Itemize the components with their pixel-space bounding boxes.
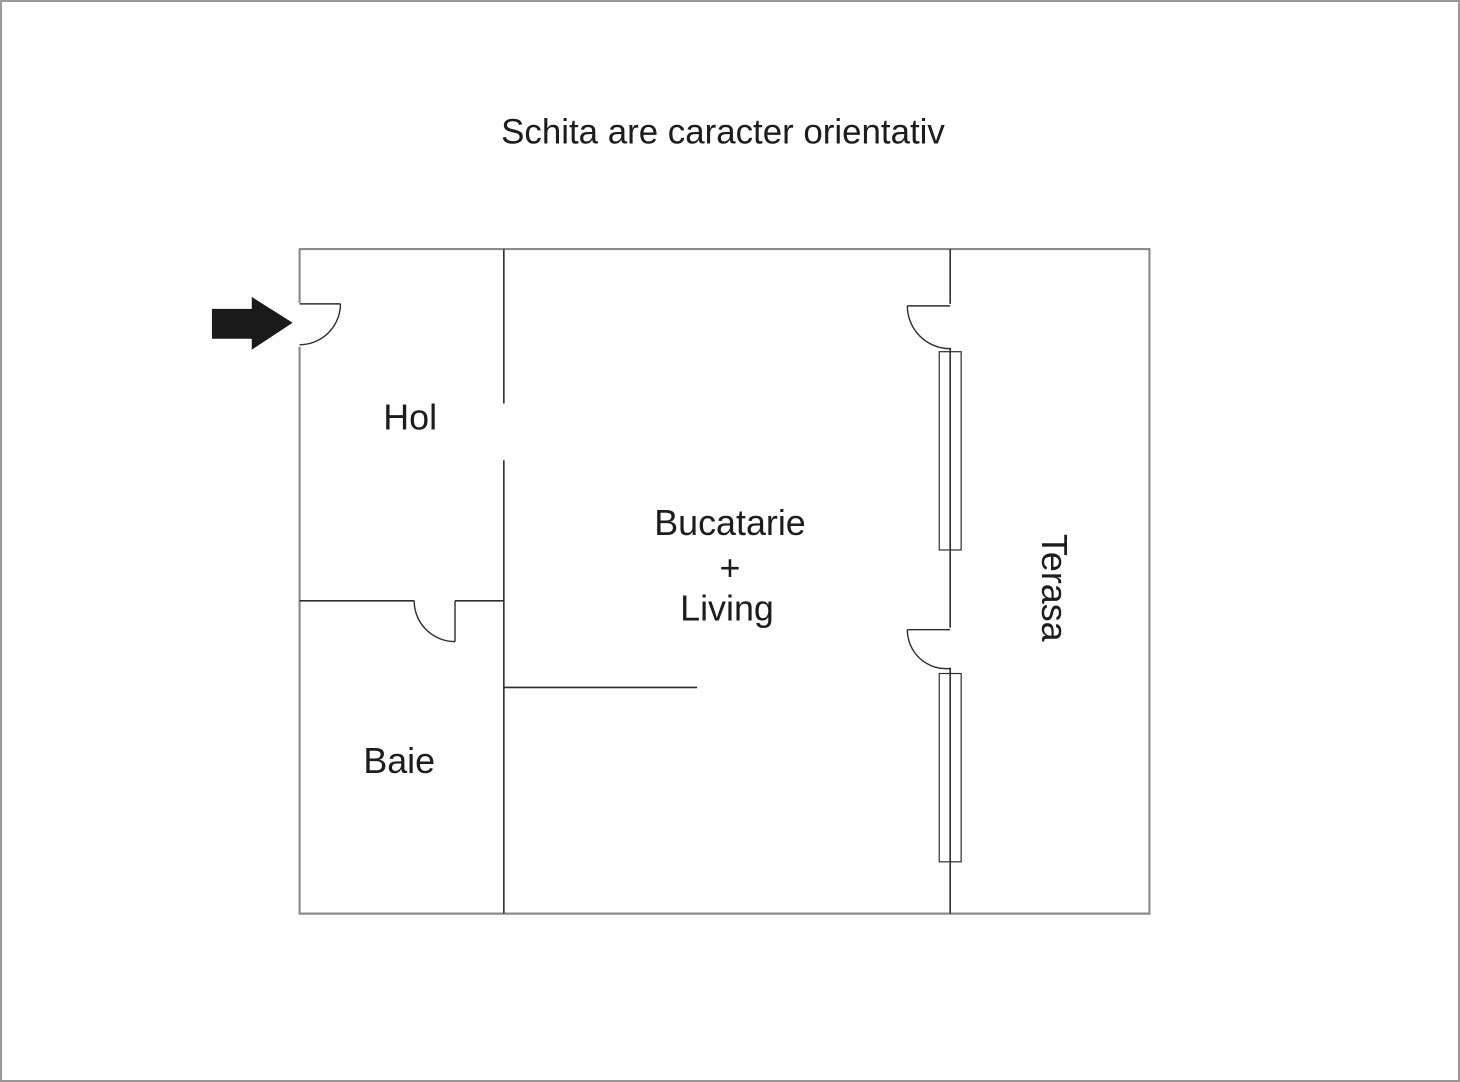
door-terasa-upper-arc [906,305,951,350]
door-terasa-upper [906,305,951,350]
plan-title: Schita are caracter orientativ [501,112,945,151]
room-label-baie: Baie [363,741,435,781]
door-hol-baie [413,600,456,643]
room-label-plus: + [720,548,741,588]
door-hol-baie-arc [413,600,456,643]
outer-walls [298,247,1151,915]
room-label-living: Living [680,589,774,629]
room-label-hol: Hol [383,397,437,437]
window-terasa-lower [938,672,962,863]
entrance-arrow-icon [211,296,293,350]
interior-walls [299,249,951,914]
window-terasa-upper [938,351,962,551]
doors [299,303,951,670]
room-label-bucatarie-living: Bucatarie + Living [654,503,806,629]
door-entrance [299,303,342,346]
room-label-bucatarie: Bucatarie [654,503,806,543]
door-entrance-arc [299,303,342,346]
room-label-terasa: Terasa [1034,534,1074,642]
door-terasa-lower-arc [906,629,951,670]
windows [938,351,962,863]
door-terasa-lower [906,628,951,670]
